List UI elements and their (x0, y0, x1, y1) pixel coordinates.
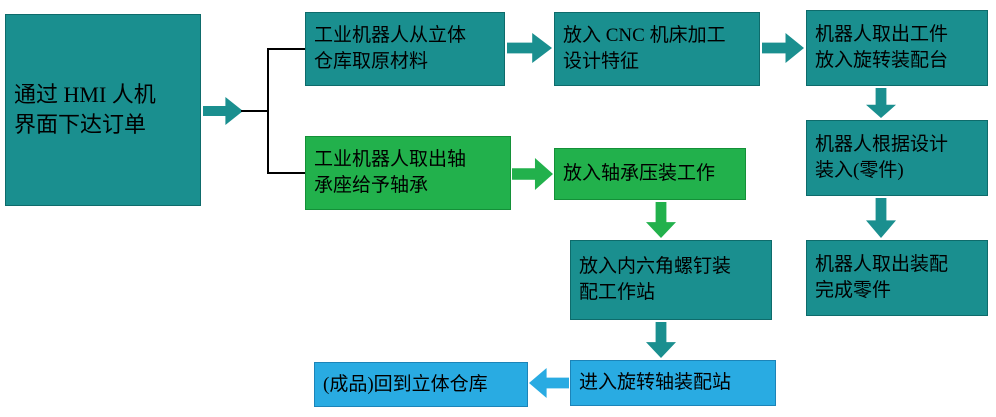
arrow-right-icon (507, 33, 552, 63)
connector-line (267, 172, 306, 174)
flow-node-pick-part: 机器人取出工件 放入旋转装配台 (806, 10, 988, 86)
connector-line (267, 48, 306, 50)
arrow-down-icon (646, 322, 676, 358)
flow-node-bearing-seat: 工业机器人取出轴 承座给予轴承 (305, 136, 511, 210)
arrow-right-icon (512, 158, 553, 190)
arrow-down-icon (866, 88, 896, 118)
flow-node-warehouse-label: (成品)回到立体仓库 (323, 373, 488, 395)
connector-line (241, 110, 268, 112)
flow-node-assemble: 机器人根据设计 装入(零件) (806, 120, 988, 196)
connector-line (267, 48, 269, 174)
arrow-left-icon (529, 368, 569, 398)
flow-node-cnc-label: 放入 CNC 机床加工 设计特征 (563, 25, 726, 72)
flow-node-pick-done: 机器人取出装配 完成零件 (806, 240, 988, 316)
arrow-down-icon (866, 198, 896, 238)
flow-node-assemble-label: 机器人根据设计 装入(零件) (815, 134, 949, 181)
flow-node-rotary: 进入旋转轴装配站 (570, 360, 776, 406)
flow-node-pick-raw: 工业机器人从立体 仓库取原材料 (305, 12, 505, 86)
flow-node-order-label: 通过 HMI 人机 界面下达订单 (14, 82, 156, 137)
arrow-right-icon (762, 33, 804, 63)
flow-node-bearing-press-label: 放入轴承压装工作 (563, 163, 716, 185)
flow-node-hex-screw-label: 放入内六角螺钉装 配工作站 (579, 256, 732, 303)
flow-node-cnc: 放入 CNC 机床加工 设计特征 (554, 12, 760, 86)
flow-node-rotary-label: 进入旋转轴装配站 (579, 372, 732, 394)
flow-node-pick-raw-label: 工业机器人从立体 仓库取原材料 (314, 25, 467, 72)
flow-node-warehouse: (成品)回到立体仓库 (314, 362, 528, 407)
flow-node-hex-screw: 放入内六角螺钉装 配工作站 (570, 240, 772, 320)
flow-node-pick-done-label: 机器人取出装配 完成零件 (815, 254, 949, 301)
flow-node-pick-part-label: 机器人取出工件 放入旋转装配台 (815, 24, 949, 71)
flow-node-bearing-press: 放入轴承压装工作 (554, 148, 746, 200)
flow-node-bearing-seat-label: 工业机器人取出轴 承座给予轴承 (314, 149, 467, 196)
arrow-down-icon (646, 202, 676, 238)
arrow-right-icon (203, 97, 243, 125)
flow-node-order: 通过 HMI 人机 界面下达订单 (5, 14, 201, 206)
